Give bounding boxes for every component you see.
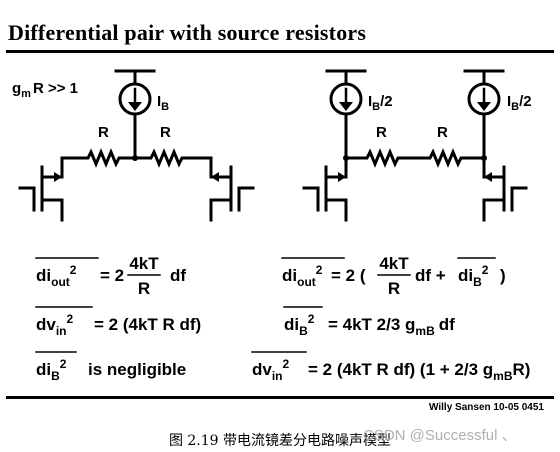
right-eq3-rhs: = 2 (4kT R df) (1 + 2/3 gmBR)	[308, 360, 530, 383]
right-eq1-mid: df +	[415, 266, 446, 285]
footer-rule	[6, 396, 554, 399]
left-transistor-1-icon	[18, 156, 64, 222]
right-circuit	[302, 69, 528, 222]
right-eq1-numerator: 4kT	[379, 254, 409, 273]
right-transistor-2-icon	[482, 156, 528, 222]
left-circuit	[18, 69, 255, 222]
right-eq1-close: )	[500, 266, 506, 285]
author-credit: Willy Sansen 10-05 0451	[429, 402, 544, 413]
left-eq1-equals: = 2	[100, 266, 124, 285]
left-eq1-numerator: 4kT	[129, 254, 159, 273]
right-current-source-1-icon	[329, 82, 363, 116]
right-eq1-term: diB2	[458, 263, 489, 289]
title-rule	[6, 50, 554, 53]
left-r1-label: R	[98, 124, 109, 141]
left-eq3-lhs: diB2	[36, 357, 67, 383]
right-r2-label: R	[437, 124, 448, 141]
left-eq3-rhs: is negligible	[88, 360, 186, 379]
left-eq1-df: df	[170, 266, 186, 285]
left-resistor-2-icon	[133, 148, 213, 168]
left-eq2-rhs: = 2 (4kT R df)	[94, 315, 201, 334]
right-eq1-denominator: R	[388, 279, 400, 298]
left-source-label: IB	[157, 93, 169, 113]
right-eq2-lhs: diB2	[284, 312, 315, 338]
left-eq1-lhs: diout2	[36, 263, 77, 289]
right-source1-label: IB/2	[368, 93, 393, 113]
right-r1-label: R	[376, 124, 387, 141]
watermark: CSDN @Successful 、	[363, 427, 517, 444]
right-transistor-1-icon	[302, 156, 348, 222]
left-eq2-lhs: dvin2	[36, 312, 74, 338]
figure-caption: 图 2.19 带电流镜差分电路噪声模型	[168, 433, 392, 449]
left-eq1-denominator: R	[138, 279, 150, 298]
right-eq3-lhs: dvin2	[252, 357, 290, 383]
left-transistor-2-icon	[209, 156, 255, 222]
left-r2-label: R	[160, 124, 171, 141]
right-resistor-1-icon	[344, 148, 417, 168]
right-source2-label: IB/2	[507, 93, 532, 113]
left-current-source-icon	[118, 82, 152, 116]
left-resistor-1-icon	[60, 148, 137, 168]
right-resistor-2-icon	[413, 148, 486, 168]
right-eq1-equals: = 2 (	[331, 266, 366, 285]
slide-title: Differential pair with source resistors	[8, 20, 367, 45]
right-current-source-2-icon	[467, 82, 501, 116]
right-eq1-lhs: diout2	[282, 263, 323, 289]
